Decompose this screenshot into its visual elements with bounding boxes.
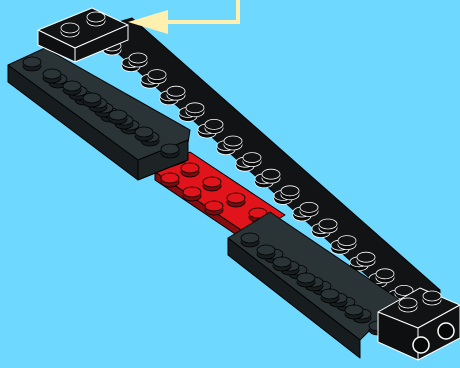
stud	[181, 163, 199, 177]
stud	[300, 202, 318, 216]
stud	[243, 153, 261, 167]
stud	[399, 298, 417, 312]
stud	[161, 173, 179, 187]
stud	[273, 257, 291, 271]
stud	[109, 110, 127, 124]
stud	[319, 219, 337, 233]
stud	[205, 201, 223, 215]
stud	[338, 236, 356, 250]
stud	[167, 86, 185, 100]
stud	[357, 252, 375, 266]
stud	[345, 305, 363, 319]
stud	[61, 23, 79, 37]
technic-hole-icon	[413, 337, 429, 353]
stud	[376, 269, 394, 283]
stud	[281, 186, 299, 200]
stud	[262, 169, 280, 183]
stud	[83, 93, 101, 107]
stud	[227, 193, 245, 207]
technic-hole-icon	[438, 323, 454, 339]
stud	[87, 12, 105, 26]
stud	[205, 119, 223, 133]
stud	[135, 127, 153, 141]
stud	[423, 291, 441, 305]
stud	[43, 69, 61, 83]
stud	[129, 53, 147, 67]
stud	[203, 177, 221, 191]
stud	[161, 144, 179, 158]
stud	[321, 289, 339, 303]
stud	[257, 245, 275, 259]
stud	[186, 103, 204, 117]
stud	[23, 57, 41, 71]
stud	[148, 70, 166, 84]
stud	[183, 187, 201, 201]
stud	[224, 136, 242, 150]
stud	[241, 233, 259, 247]
stud	[297, 273, 315, 287]
stud	[63, 81, 81, 95]
